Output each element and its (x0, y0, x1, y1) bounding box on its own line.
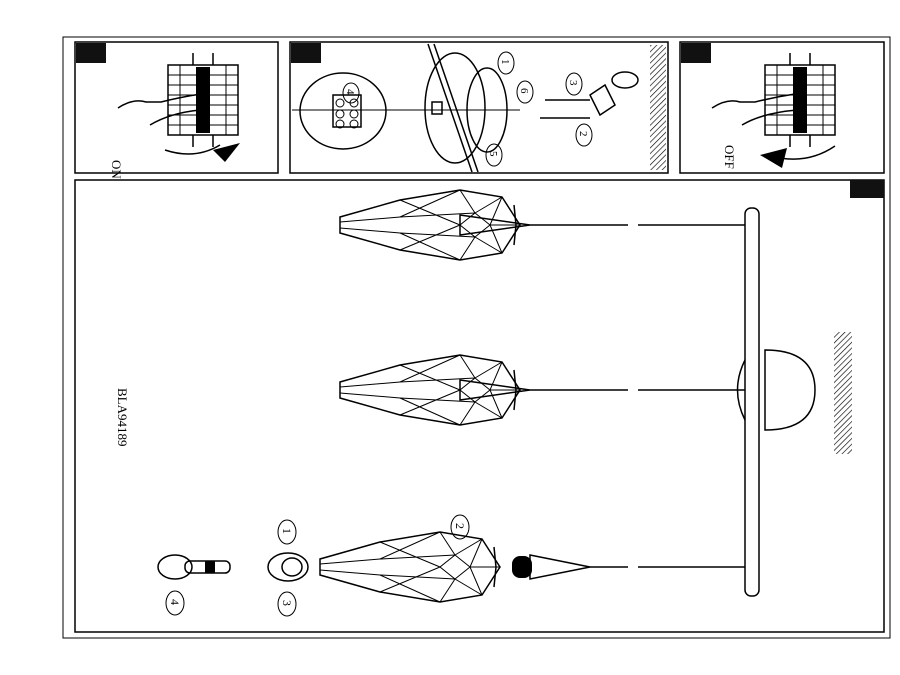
ceiling-hatch (834, 332, 852, 454)
step-2-marker: 2 (450, 514, 470, 540)
step-3-marker: 3 (565, 72, 583, 96)
pendant-3-exploded (157, 531, 591, 603)
canopy (764, 349, 816, 431)
panel-switch-off (679, 41, 885, 174)
step-3-marker: 3 (277, 591, 297, 617)
rotate-arrow-icon (779, 145, 836, 160)
panel-badge-icon (76, 43, 106, 63)
panel-badge-icon (291, 43, 321, 63)
step-2-marker: 2 (575, 123, 593, 147)
svg-text:1: 1 (499, 59, 511, 65)
svg-text:5: 5 (487, 151, 499, 157)
step-5-marker: 5 (485, 143, 503, 167)
svg-text:2: 2 (577, 131, 589, 137)
rotate-arrow-icon (164, 144, 221, 155)
step-4-marker: 4 (165, 590, 185, 616)
svg-text:4: 4 (344, 89, 356, 95)
pendant-1 (339, 189, 531, 261)
svg-text:3: 3 (567, 80, 579, 86)
wall-hatch (650, 45, 666, 170)
svg-text:1: 1 (280, 528, 294, 534)
step-1-marker: 1 (277, 519, 297, 545)
mounting-bar (744, 207, 760, 597)
model-code: BLA94189 (115, 388, 130, 447)
step-4-marker: 4 (342, 82, 360, 104)
hand-icon (117, 93, 202, 126)
switch-on-label: ON (109, 160, 124, 179)
hand-icon (711, 93, 798, 126)
panel-wiring: 1 2 3 4 5 6 (289, 41, 669, 174)
panel-badge-icon (850, 180, 884, 198)
outer-frame (62, 36, 891, 639)
switch-off-label: OFF (722, 145, 737, 169)
panel-main-assembly: 1 2 3 4 (74, 179, 885, 633)
step-1-marker: 1 (497, 51, 515, 75)
panel-switch-on (74, 41, 279, 174)
pendant-2 (339, 354, 531, 426)
svg-text:3: 3 (280, 600, 294, 606)
svg-text:6: 6 (518, 88, 530, 94)
panel-badge-icon (681, 43, 711, 63)
svg-text:4: 4 (168, 599, 182, 605)
svg-text:2: 2 (453, 523, 467, 529)
step-6-marker: 6 (516, 80, 534, 104)
